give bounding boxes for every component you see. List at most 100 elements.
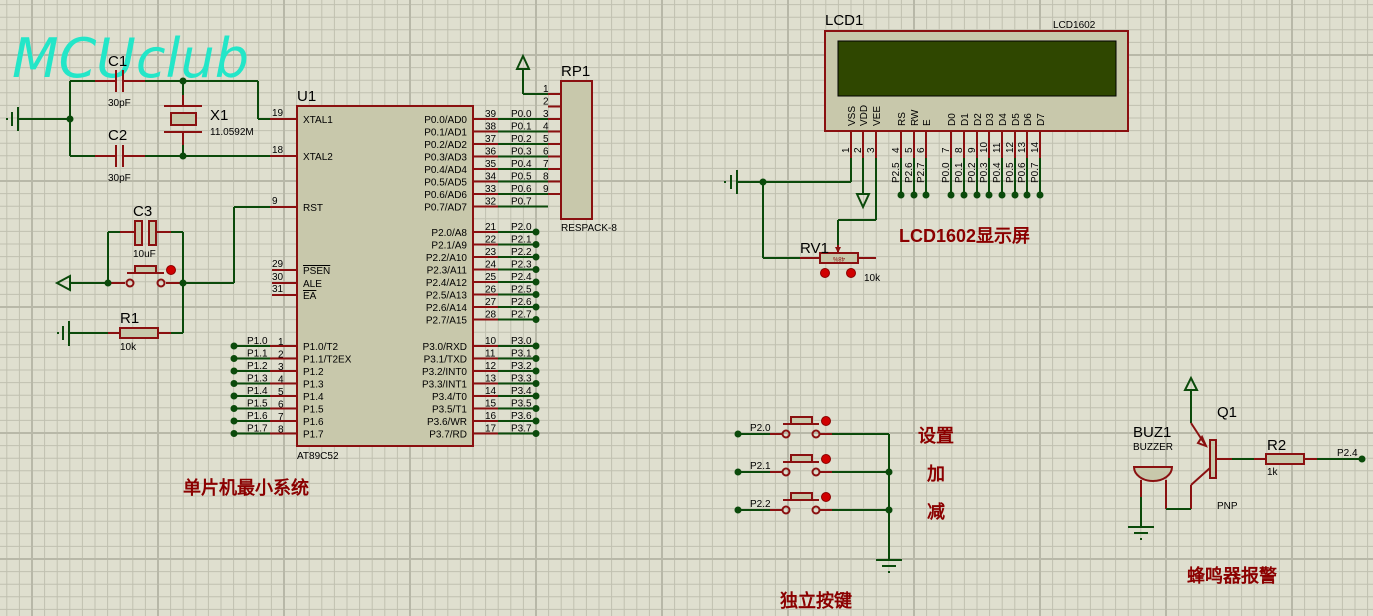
net-label: P0.5 (511, 172, 532, 183)
pin-number: 13 (485, 374, 497, 385)
net-junction (973, 191, 981, 199)
r1-ref: R1 (120, 310, 139, 327)
rp1-pin-2: 2 (543, 97, 561, 108)
pin-name: D1 (960, 113, 971, 126)
pin-name: P1.5 (303, 405, 324, 416)
pin-number: 9 (967, 147, 978, 153)
rv1-increase-button[interactable] (846, 268, 856, 278)
rp1-ref: RP1 (561, 63, 590, 80)
pin-name: D4 (998, 113, 1009, 126)
pin-number: 28 (485, 310, 497, 321)
button-toggle-icon[interactable] (821, 454, 831, 464)
net-label: P0.0 (511, 109, 532, 120)
lcd1602-display[interactable] (824, 30, 1129, 132)
pin-number: 7 (543, 159, 549, 170)
pin-number: 21 (485, 222, 497, 233)
pin-number: 9 (272, 196, 278, 207)
net-label: P3.7 (511, 424, 532, 435)
pin-name: P3.2/INT0 (422, 367, 467, 378)
pin-number: 13 (1017, 141, 1028, 153)
pin-number: 27 (485, 297, 497, 308)
net-junction (734, 468, 742, 476)
pin-number: 1 (543, 84, 549, 95)
mcu-ref: U1 (297, 88, 316, 105)
net-label: P3.3 (511, 374, 532, 385)
q1-transistor[interactable] (1209, 439, 1217, 479)
pin-number: 10 (485, 336, 497, 347)
reset-circuit (54, 206, 270, 346)
buzzer[interactable] (1132, 466, 1174, 482)
pin-name: ALE (303, 279, 322, 290)
potentiometer-rv1[interactable]: 48% (800, 245, 876, 278)
pin-name: XTAL2 (303, 152, 333, 163)
net-label: P0.3 (511, 147, 532, 158)
net-label: P3.6 (511, 411, 532, 422)
net-junction (532, 316, 540, 323)
net-label: P3.5 (511, 399, 532, 410)
pin-name: P2.0/A8 (431, 228, 467, 239)
pin-name: VDD (859, 105, 870, 126)
pin-number: 38 (485, 122, 497, 133)
pin-number: 8 (278, 425, 284, 436)
pin-number: 8 (954, 147, 965, 153)
pin-name: P2.1/A9 (431, 241, 467, 252)
pin-name: VSS (847, 106, 858, 126)
pin-number: 4 (543, 122, 549, 133)
rp1-pin-1: 1 (543, 84, 561, 95)
pin-number: 5 (904, 147, 915, 153)
pin-number: 25 (485, 272, 497, 283)
pin-name: D2 (973, 113, 984, 126)
net-label: P0.5 (1005, 162, 1016, 183)
net-label: P0.0 (941, 162, 952, 183)
pin-name: P0.1/AD1 (424, 128, 467, 139)
button-toggle-icon[interactable] (821, 492, 831, 502)
pin-number: 4 (278, 375, 284, 386)
pin-number: 8 (543, 172, 549, 183)
net-label: P1.0 (247, 336, 268, 347)
pin-name: RS (897, 112, 908, 126)
net-label: P3.2 (511, 361, 532, 372)
net-label: P3.0 (511, 336, 532, 347)
net-junction (230, 367, 238, 375)
pin-name: P2.2/A10 (426, 253, 468, 264)
pin-name: P3.0/RXD (423, 342, 467, 353)
pin-number: 6 (543, 147, 549, 158)
net-label: P2.2 (750, 499, 771, 510)
buzzer-ref: BUZ1 (1133, 424, 1171, 441)
rv1-decrease-button[interactable] (820, 268, 830, 278)
net-junction (947, 191, 955, 199)
pin-name: D7 (1036, 113, 1047, 126)
net-junction (532, 417, 540, 425)
rp1-pin-3: 3 (543, 109, 561, 120)
mcu-at89c52[interactable] (296, 105, 474, 447)
r2-net-label: P2.4 (1337, 448, 1358, 459)
pin-name: P2.7/A15 (426, 316, 468, 327)
button-toggle-icon[interactable] (821, 416, 831, 426)
pin-name: P0.2/AD2 (424, 140, 467, 151)
button-caption: 设置 (918, 426, 954, 446)
net-label: P2.0 (511, 222, 532, 233)
respack-rp1[interactable] (560, 80, 593, 220)
pin-name: P2.5/A13 (426, 291, 468, 302)
pin-name: P0.6/AD6 (424, 190, 467, 201)
r2-resistor[interactable] (1265, 453, 1305, 465)
pin-number: 9 (543, 184, 549, 195)
rv1-wiper-readout: 48% (832, 255, 845, 261)
power-terminal-icon (54, 274, 71, 292)
net-label: P0.4 (992, 162, 1003, 183)
net-junction (1023, 191, 1031, 199)
